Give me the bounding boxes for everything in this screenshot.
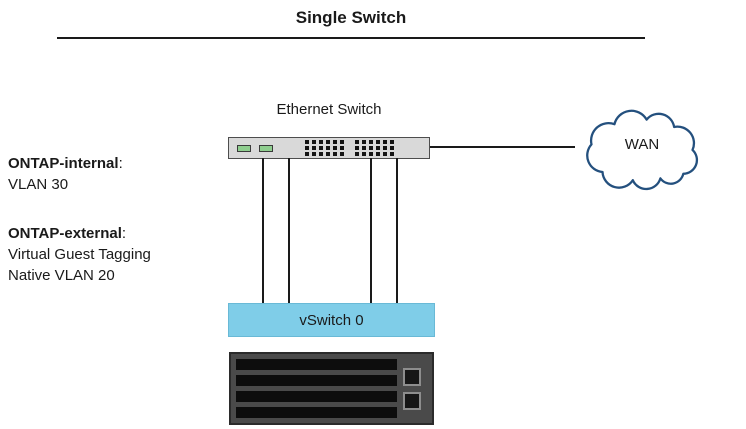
server-drive-bay-icon: [236, 407, 397, 418]
annotation-external-heading: ONTAP-external:: [8, 225, 127, 242]
switch-port-grid-icon: [305, 140, 346, 156]
annotation-external-label: ONTAP-external: [8, 225, 122, 242]
server-drive-bays-icon: [236, 359, 397, 418]
ethernet-switch-label: Ethernet Switch: [276, 101, 382, 118]
connector-uplink-1: [262, 158, 264, 303]
server-psu-icon: [397, 359, 427, 418]
switch-uplink-port-icon: [237, 144, 251, 152]
server-psu-module-icon: [403, 391, 421, 410]
server-drive-bay-icon: [236, 391, 397, 402]
switch-uplink-port-icon: [259, 144, 273, 152]
annotation-internal-label: ONTAP-internal: [8, 155, 119, 172]
connector-switch-to-wan: [430, 146, 575, 148]
annotation-internal-vlan: VLAN 30: [8, 176, 69, 193]
annotation-internal-heading: ONTAP-internal:: [8, 155, 123, 172]
switch-port-grid-icon: [355, 140, 396, 156]
ethernet-switch-node: [228, 137, 430, 159]
annotation-external-line2: Native VLAN 20: [8, 267, 115, 284]
wan-cloud-icon: [566, 104, 718, 194]
server-psu-module-icon: [403, 367, 421, 386]
vswitch-label: vSwitch 0: [299, 311, 364, 329]
connector-uplink-2: [288, 158, 290, 303]
wan-label: WAN: [624, 136, 660, 153]
connector-uplink-4: [396, 158, 398, 303]
title-underline: [57, 37, 645, 39]
annotation-block: ONTAP-internal: VLAN 30 ONTAP-external: …: [8, 153, 151, 286]
server-drive-bay-icon: [236, 375, 397, 386]
server-drive-bay-icon: [236, 359, 397, 370]
connector-uplink-3: [370, 158, 372, 303]
annotation-external-line1: Virtual Guest Tagging: [8, 246, 151, 263]
server-node-icon: [229, 352, 434, 425]
page-title: Single Switch: [295, 8, 407, 27]
vswitch-node: vSwitch 0: [228, 303, 435, 337]
